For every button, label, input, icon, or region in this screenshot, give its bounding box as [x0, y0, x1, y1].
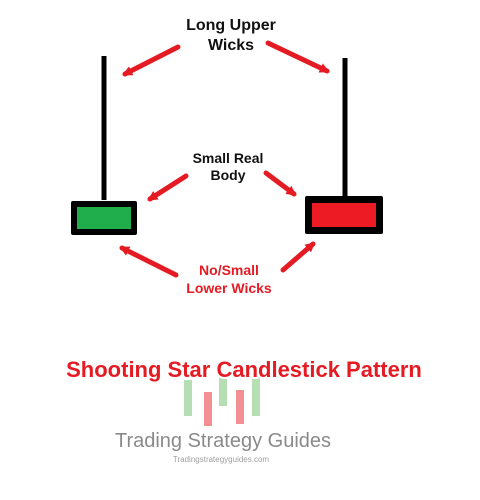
real-body-right-fill [312, 203, 376, 227]
label-lower-wicks-line2: Lower Wicks [186, 280, 272, 296]
label-upper-wicks-line1: Long Upper [186, 17, 276, 34]
label-upper-wicks-line2: Wicks [208, 37, 254, 54]
candle-right [305, 58, 383, 234]
arrow-upper-right [265, 40, 330, 74]
arrows [119, 40, 330, 278]
arrow-upper-left [122, 44, 181, 77]
watermark-name: Trading Strategy Guides [115, 430, 331, 452]
page-title: Shooting Star Candlestick Pattern [66, 357, 422, 382]
label-real-body-line2: Body [211, 167, 246, 183]
real-body-left-fill [77, 207, 131, 229]
watermark-logo [184, 376, 260, 426]
arrow-lower-right [280, 241, 316, 273]
logo-bar-4 [236, 390, 244, 424]
watermark-url: Tradingstrategyguides.com [173, 455, 270, 464]
arrow-lower-left [119, 245, 179, 278]
label-lower-wicks-line1: No/Small [199, 262, 259, 278]
label-real-body-line1: Small Real [193, 150, 264, 166]
logo-bar-2 [204, 392, 212, 426]
logo-bar-1 [184, 380, 192, 416]
arrow-body-right [263, 170, 297, 197]
logo-bar-5 [252, 376, 260, 416]
logo-bar-3 [219, 376, 227, 406]
candle-left [71, 56, 137, 235]
arrow-body-left [147, 173, 189, 202]
